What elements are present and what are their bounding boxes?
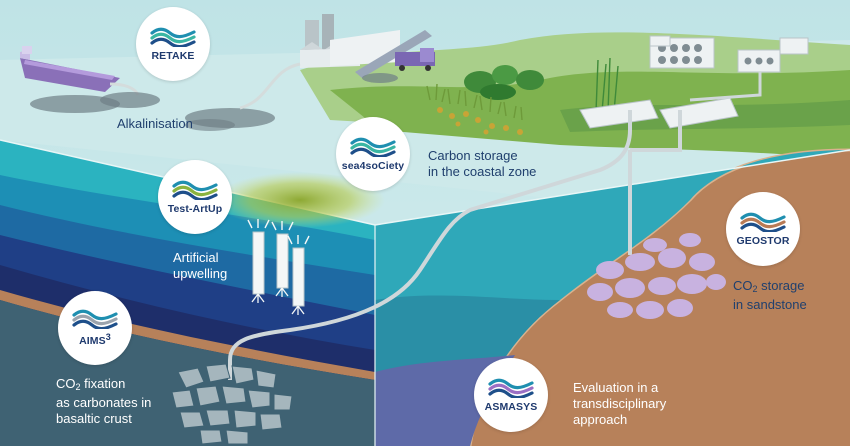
- seagrass: [426, 83, 523, 121]
- logo-wave: [72, 314, 118, 326]
- logo-wave: [740, 212, 786, 223]
- caption-geostor: CO2 storage in sandstone: [733, 278, 807, 312]
- seagrass-dots: [437, 107, 523, 135]
- reeds: [595, 57, 619, 113]
- project-name-retake: RETAKE: [151, 49, 195, 62]
- project-badge-geostor: GEOSTOR: [726, 192, 800, 266]
- logo-wave: [350, 147, 396, 157]
- caption-sea4society: Carbon storage in the coastal zone: [428, 148, 537, 179]
- project-name-aims3: AIMS3: [79, 332, 111, 347]
- project-name-asmasys: ASMASYS: [484, 400, 538, 413]
- algae-bloom: [215, 172, 385, 228]
- logo-wave: [488, 383, 534, 394]
- logo-wave: [72, 309, 118, 321]
- wave-logo-icon: [172, 180, 218, 200]
- seafloor-sediment: [0, 290, 375, 380]
- caption-aims3: CO2 fixation as carbonates in basaltic c…: [56, 376, 152, 426]
- logo-wave: [488, 388, 534, 398]
- wave-logo-icon: [350, 137, 396, 157]
- project-badge-aims3: AIMS3: [58, 291, 132, 365]
- air-capture-units: [649, 35, 809, 73]
- logo-wave: [150, 27, 196, 38]
- logo-wave: [150, 37, 196, 47]
- co2-pipeline-top: [630, 110, 682, 152]
- project-badge-testartup: Test-ArtUp: [158, 160, 232, 234]
- logo-wave: [172, 190, 218, 200]
- wave-logo-icon: [740, 212, 786, 232]
- wave-logo-icon: [150, 27, 196, 47]
- logo-wave: [72, 319, 118, 329]
- gravel-piles: [30, 92, 275, 131]
- project-badge-retake: RETAKE: [136, 7, 210, 81]
- project-name-sea4society: sea4soCiety: [341, 159, 405, 172]
- caption-asmasys: Evaluation in a transdisciplinary approa…: [573, 380, 667, 427]
- surface-edge: [0, 139, 850, 226]
- project-name-testartup: Test-ArtUp: [167, 202, 223, 215]
- logo-wave: [172, 180, 218, 191]
- caption-retake: Alkalinisation: [117, 116, 193, 131]
- wave-logo-icon: [488, 378, 534, 398]
- logo-wave: [488, 378, 534, 389]
- tanker-ship: [20, 46, 120, 92]
- co2-pipeline-units: [689, 72, 762, 102]
- logo-wave: [150, 32, 196, 43]
- wave-logo-icon: [72, 309, 118, 329]
- truck-conveyor: [355, 30, 435, 83]
- plant-pipe: [239, 62, 301, 110]
- basalt-stones: [171, 363, 293, 445]
- logo-wave: [740, 217, 786, 228]
- logo-wave: [350, 137, 396, 148]
- project-badge-asmasys: ASMASYS: [474, 358, 548, 432]
- project-name-geostor: GEOSTOR: [736, 234, 790, 247]
- logo-wave: [350, 142, 396, 153]
- logo-wave: [740, 222, 786, 232]
- sandstone-reservoir: [587, 233, 726, 319]
- trees: [464, 65, 544, 100]
- caption-testartup: Artificial upwelling: [173, 250, 228, 281]
- logo-wave: [172, 185, 218, 196]
- project-badge-sea4society: sea4soCiety: [336, 117, 410, 191]
- co2-pipeline-sea: [228, 110, 632, 380]
- upwelling-pipes: [247, 219, 310, 315]
